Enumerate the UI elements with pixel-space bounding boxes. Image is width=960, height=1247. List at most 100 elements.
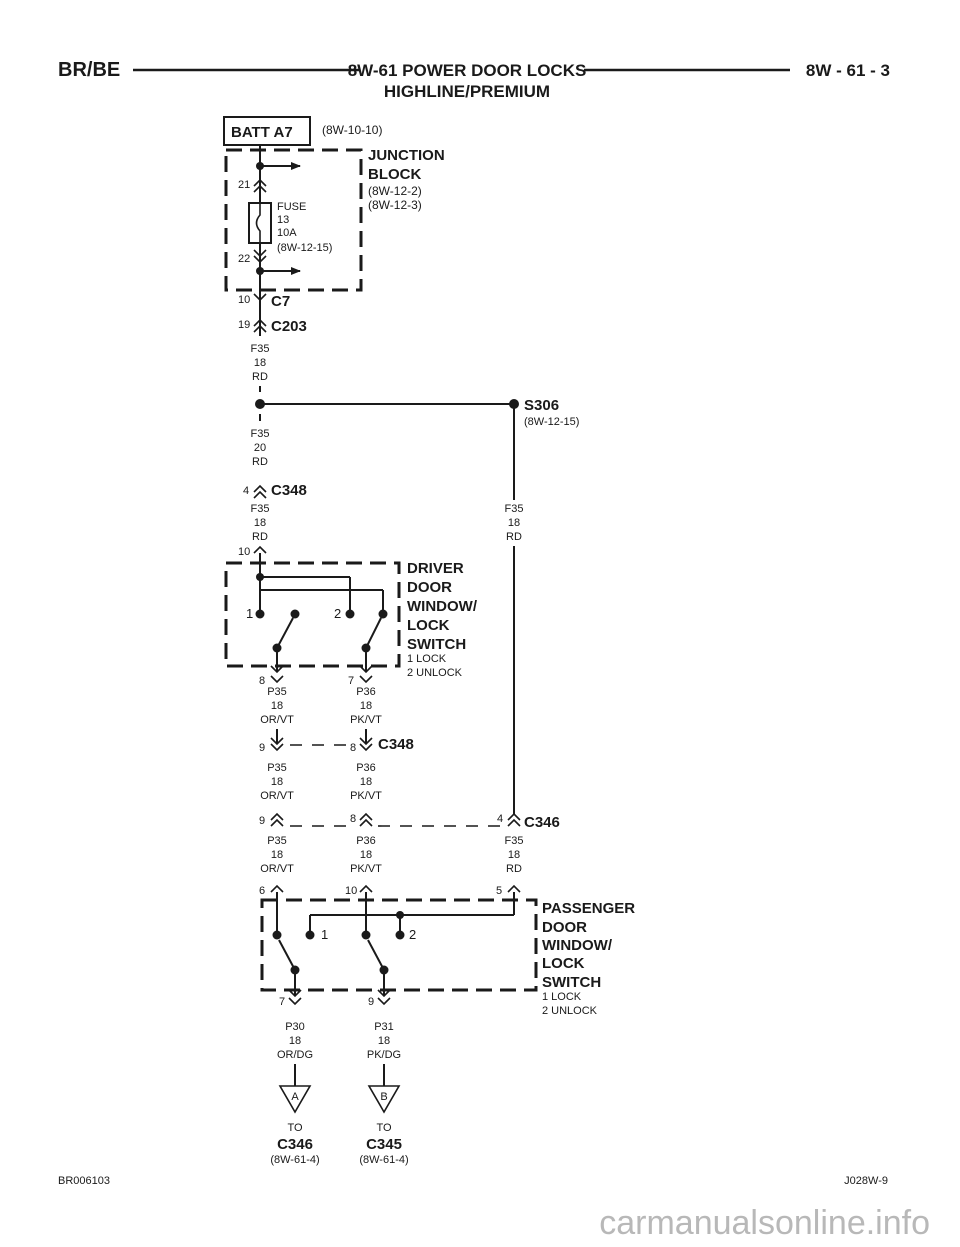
driver-pin8-symbol: [270, 675, 284, 684]
battery-feed: BATT A7 (8W-10-10): [223, 116, 382, 146]
pass-pin10-symbol: [359, 884, 373, 893]
c348-mid-left-symbol: [270, 743, 284, 752]
svg-text:RD: RD: [252, 371, 268, 383]
jb-title-2: BLOCK: [368, 166, 421, 183]
driver-title-4: LOCK: [407, 617, 450, 634]
pass-title-4: LOCK: [542, 955, 585, 972]
pass-title-2: DOOR: [542, 919, 587, 936]
pass-legend-2: 2 UNLOCK: [542, 1005, 598, 1017]
driver-pos-2: 2: [334, 606, 341, 621]
passenger-door-switch: 6 10 5 1 2 7 9 PASSENGER DOOR WINDOW/ LO…: [259, 884, 635, 1017]
ref-b-connector: C345: [366, 1136, 402, 1153]
svg-text:P31: P31: [374, 1021, 394, 1033]
c348-top-pin: 4: [243, 485, 249, 497]
connector-c203: 19 C203: [238, 300, 307, 336]
header-subtitle: HIGHLINE/PREMIUM: [384, 82, 550, 101]
ref-b-page: (8W-61-4): [359, 1154, 408, 1166]
junction-block: JUNCTION BLOCK (8W-12-2) (8W-12-3) 21 FU…: [224, 145, 445, 300]
footer-right: J028W-9: [844, 1175, 888, 1187]
c203-symbol: [253, 318, 267, 327]
c7-pin: 10: [238, 294, 250, 306]
svg-text:18: 18: [360, 700, 372, 712]
driver-title-3: WINDOW/: [407, 598, 478, 615]
svg-text:OR/VT: OR/VT: [260, 790, 294, 802]
connector-c348-top: 4 C348: [243, 482, 307, 499]
batt-ref: (8W-10-10): [322, 123, 382, 137]
driver-pin7-symbol: [359, 675, 373, 684]
header-left: BR/BE: [58, 59, 120, 81]
pass-pos-1: 1: [321, 927, 328, 942]
svg-text:18: 18: [360, 849, 372, 861]
watermark[interactable]: carmanualsonline.info: [599, 1204, 930, 1242]
svg-text:18: 18: [508, 849, 520, 861]
svg-text:P35: P35: [267, 762, 287, 774]
jb-ref-2: (8W-12-3): [368, 198, 422, 212]
c346-pin9: 9: [259, 815, 265, 827]
svg-text:RD: RD: [506, 531, 522, 543]
pass-legend-1: 1 LOCK: [542, 991, 582, 1003]
pass-pin7-symbol: [288, 997, 302, 1006]
wire-label-f35-c: F35 18 RD: [251, 503, 270, 543]
svg-text:P35: P35: [267, 686, 287, 698]
pass-pin9: 9: [368, 996, 374, 1008]
c203-pin: 19: [238, 319, 250, 331]
c346-right-symbol: [507, 812, 521, 821]
s306-label: S306: [524, 397, 559, 414]
svg-text:F35: F35: [505, 835, 524, 847]
splice-s306: S306 (8W-12-15): [255, 397, 579, 428]
s306-ref: (8W-12-15): [524, 416, 579, 428]
batt-label: BATT A7: [231, 124, 293, 141]
ref-b-to: TO: [376, 1122, 392, 1134]
svg-text:18: 18: [271, 700, 283, 712]
wire-label-p35-c: P35 18 OR/VT: [260, 835, 294, 875]
ref-b-triangle-icon: [367, 1085, 401, 1114]
connector-c7: 10 C7: [238, 293, 290, 310]
wire-label-f35-a: F35 18 RD: [251, 343, 270, 383]
svg-text:18: 18: [271, 776, 283, 788]
svg-text:18: 18: [254, 517, 266, 529]
svg-text:RD: RD: [506, 863, 522, 875]
wire-label-p31: P31 18 PK/DG: [367, 1021, 401, 1061]
fuse-rating: 10A: [277, 227, 297, 239]
pass-pin5-symbol: [507, 884, 521, 893]
jb-title-1: JUNCTION: [368, 147, 445, 164]
driver-contact-1: [255, 609, 265, 619]
svg-text:PK/VT: PK/VT: [350, 790, 382, 802]
svg-text:OR/VT: OR/VT: [260, 863, 294, 875]
driver-door-switch: 10 1 2 8 7 DRIVER DOOR WINDOW/ LOCK SWIT…: [224, 545, 478, 687]
fuse-ref: (8W-12-15): [277, 242, 332, 254]
pass-title-1: PASSENGER: [542, 900, 635, 917]
svg-text:PK/VT: PK/VT: [350, 863, 382, 875]
ref-a-letter: A: [291, 1091, 299, 1103]
driver-pos-1: 1: [246, 606, 253, 621]
svg-text:18: 18: [271, 849, 283, 861]
driver-pin10-symbol: [253, 545, 267, 554]
c346-mid-symbol: [359, 812, 373, 821]
driver-pin8: 8: [259, 675, 265, 687]
svg-text:18: 18: [378, 1035, 390, 1047]
c348-mid-pin9: 9: [259, 742, 265, 754]
jb-ref-1: (8W-12-2): [368, 184, 422, 198]
ref-b-letter: B: [380, 1091, 387, 1103]
driver-pin10: 10: [238, 546, 250, 558]
wire-label-p36-c: P36 18 PK/VT: [350, 835, 382, 875]
c203-label: C203: [271, 318, 307, 335]
wire-label-f35-b: F35 20 RD: [251, 428, 270, 468]
c7-label: C7: [271, 293, 290, 310]
svg-text:OR/DG: OR/DG: [277, 1049, 313, 1061]
jb-pin21: 21: [238, 179, 250, 191]
page-header: BR/BE 8W-61 POWER DOOR LOCKS 8W - 61 - 3…: [58, 59, 890, 101]
pass-contact-2: [395, 930, 405, 940]
c348-mid-right-symbol: [359, 743, 373, 752]
driver-switch-blade-right: [365, 617, 382, 649]
connector-c348-mid: 9 8 C348: [259, 729, 414, 754]
driver-title-5: SWITCH: [407, 636, 466, 653]
pass-title-5: SWITCH: [542, 974, 601, 991]
c348-mid-pin8: 8: [350, 742, 356, 754]
wire-label-p36-a: P36 18 PK/VT: [350, 686, 382, 726]
pass-pin10: 10: [345, 885, 357, 897]
svg-text:P36: P36: [356, 686, 376, 698]
driver-legend-1: 1 LOCK: [407, 653, 447, 665]
wire-label-p35-a: P35 18 OR/VT: [260, 686, 294, 726]
